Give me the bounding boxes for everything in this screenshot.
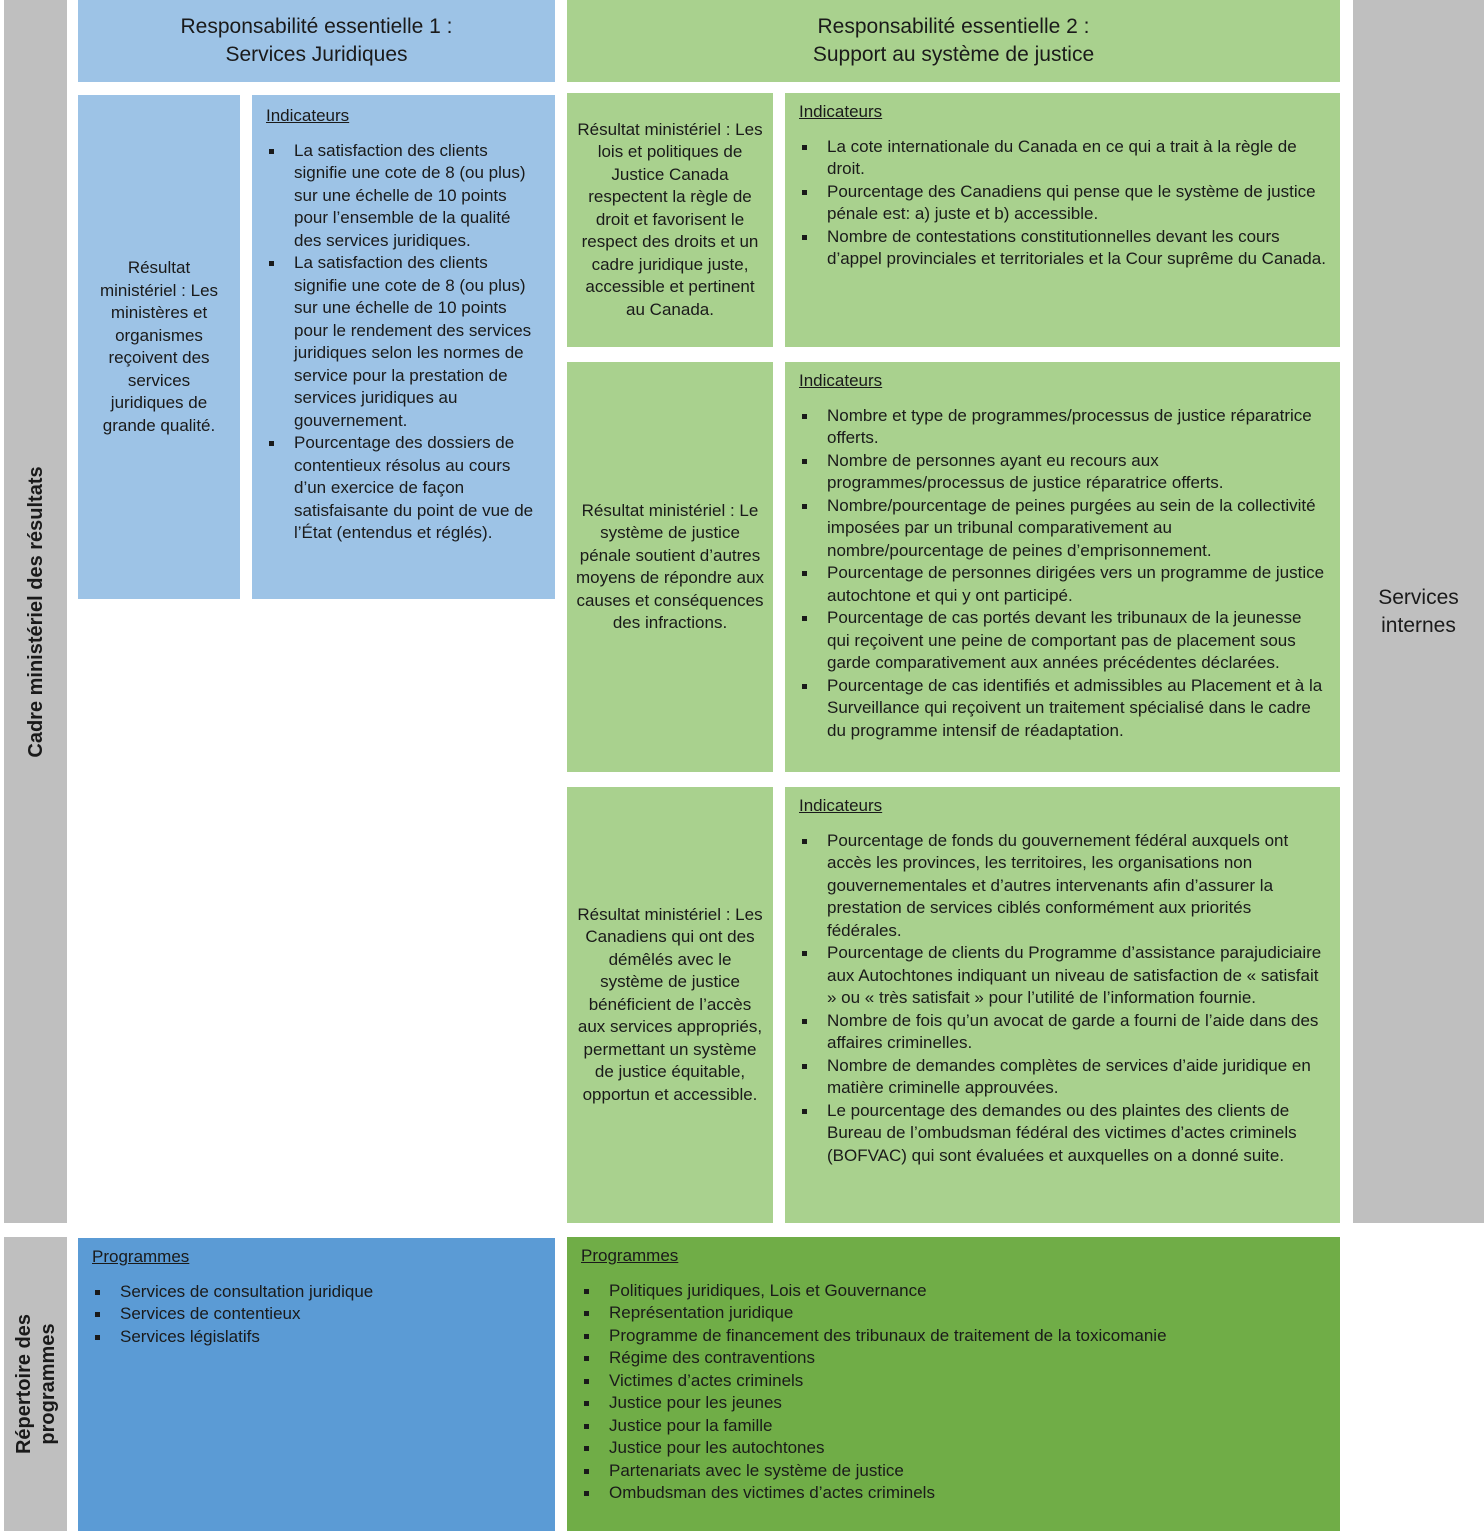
program-item: Victimes d’actes criminels [581, 1370, 1326, 1393]
r2-indicators-2-list: Nombre et type de programmes/processus d… [799, 405, 1326, 743]
r2-result-1-panel: Résultat ministériel : Les lois et polit… [567, 93, 773, 347]
r2-result-3-text: Résultat ministériel : Les Canadiens qui… [577, 904, 763, 1104]
repertoire-label-panel: Répertoire des programmes [4, 1237, 67, 1531]
r2-result-2-panel: Résultat ministériel : Le système de jus… [567, 362, 773, 772]
r2-indicators-1-title: Indicateurs [799, 102, 883, 121]
cadre-label-panel: Cadre ministériel des résultats [4, 0, 67, 1223]
indicator-item: Le pourcentage des demandes ou des plain… [799, 1100, 1326, 1168]
r2-indicators-3-list: Pourcentage de fonds du gouvernement féd… [799, 830, 1326, 1168]
indicator-item: Pourcentage de cas identifiés et admissi… [799, 675, 1326, 743]
r2-indicators-2-title: Indicateurs [799, 371, 883, 390]
program-item: Services de contentieux [92, 1303, 541, 1326]
indicator-item: Pourcentage de fonds du gouvernement féd… [799, 830, 1326, 943]
indicator-item: Pourcentage des Canadiens qui pense que … [799, 181, 1326, 226]
r1-indicators-panel: Indicateurs La satisfaction des clients … [252, 95, 555, 599]
program-item: Régime des contraventions [581, 1347, 1326, 1370]
cadre-label: Cadre ministériel des résultats [24, 465, 47, 758]
indicator-item: Pourcentage des dossiers de contentieux … [266, 432, 541, 545]
r1-programs-title: Programmes [92, 1247, 190, 1266]
r2-result-2-text: Résultat ministériel : Le système de jus… [575, 500, 765, 633]
internal-services-panel: Services internes [1353, 0, 1484, 1223]
indicator-item: Nombre et type de programmes/processus d… [799, 405, 1326, 450]
indicator-item: Pourcentage de clients du Programme d’as… [799, 942, 1326, 1010]
r1-programs-panel: Programmes Services de consultation juri… [78, 1238, 555, 1531]
r2-indicators-2-panel: Indicateurs Nombre et type de programmes… [785, 362, 1340, 772]
indicator-item: Nombre de demandes complètes de services… [799, 1055, 1326, 1100]
r2-result-3-panel: Résultat ministériel : Les Canadiens qui… [567, 787, 773, 1223]
program-item: Partenariats avec le système de justice [581, 1460, 1326, 1483]
indicator-item: Nombre/pourcentage de peines purgées au … [799, 495, 1326, 563]
indicator-item: Nombre de fois qu’un avocat de garde a f… [799, 1010, 1326, 1055]
program-item: Représentation juridique [581, 1302, 1326, 1325]
r2-indicators-1-panel: Indicateurs La cote internationale du Ca… [785, 93, 1340, 347]
program-item: Justice pour les jeunes [581, 1392, 1326, 1415]
r2-indicators-3-panel: Indicateurs Pourcentage de fonds du gouv… [785, 787, 1340, 1223]
r2-result-1-text: Résultat ministériel : Les lois et polit… [577, 119, 763, 319]
indicator-item: Pourcentage de personnes dirigées vers u… [799, 562, 1326, 607]
r1-indicators-list: La satisfaction des clients signifie une… [266, 140, 541, 545]
r2-programs-title: Programmes [581, 1246, 679, 1265]
program-item: Justice pour la famille [581, 1415, 1326, 1438]
program-item: Programme de financement des tribunaux d… [581, 1325, 1326, 1348]
r2-programs-panel: Programmes Politiques juridiques, Lois e… [567, 1237, 1340, 1531]
internal-services-label: Services internes [1378, 585, 1459, 637]
indicator-item: La cote internationale du Canada en ce q… [799, 136, 1326, 181]
indicator-item: La satisfaction des clients signifie une… [266, 140, 541, 253]
indicator-item: Nombre de contestations constitutionnell… [799, 226, 1326, 271]
program-item: Justice pour les autochtones [581, 1437, 1326, 1460]
indicator-item: Pourcentage de cas portés devant les tri… [799, 607, 1326, 675]
indicator-item: Nombre de personnes ayant eu recours aux… [799, 450, 1326, 495]
program-item: Services de consultation juridique [92, 1281, 541, 1304]
r1-result-text: Résultat ministériel : Les ministères et… [99, 258, 219, 435]
program-item: Services législatifs [92, 1326, 541, 1349]
responsibility-2-header: Responsabilité essentielle 2 : Support a… [567, 0, 1340, 82]
repertoire-label: Répertoire des programmes [12, 1313, 59, 1455]
r2-indicators-1-list: La cote internationale du Canada en ce q… [799, 136, 1326, 271]
program-item: Politiques juridiques, Lois et Gouvernan… [581, 1280, 1326, 1303]
r1-result-panel: Résultat ministériel : Les ministères et… [78, 95, 240, 599]
r2-programs-list: Politiques juridiques, Lois et Gouvernan… [581, 1280, 1326, 1505]
responsibility-1-header: Responsabilité essentielle 1 : Services … [78, 0, 555, 82]
r2-indicators-3-title: Indicateurs [799, 796, 883, 815]
program-item: Ombudsman des victimes d’actes criminels [581, 1482, 1326, 1505]
r1-indicators-title: Indicateurs [266, 106, 350, 125]
indicator-item: La satisfaction des clients signifie une… [266, 252, 541, 432]
